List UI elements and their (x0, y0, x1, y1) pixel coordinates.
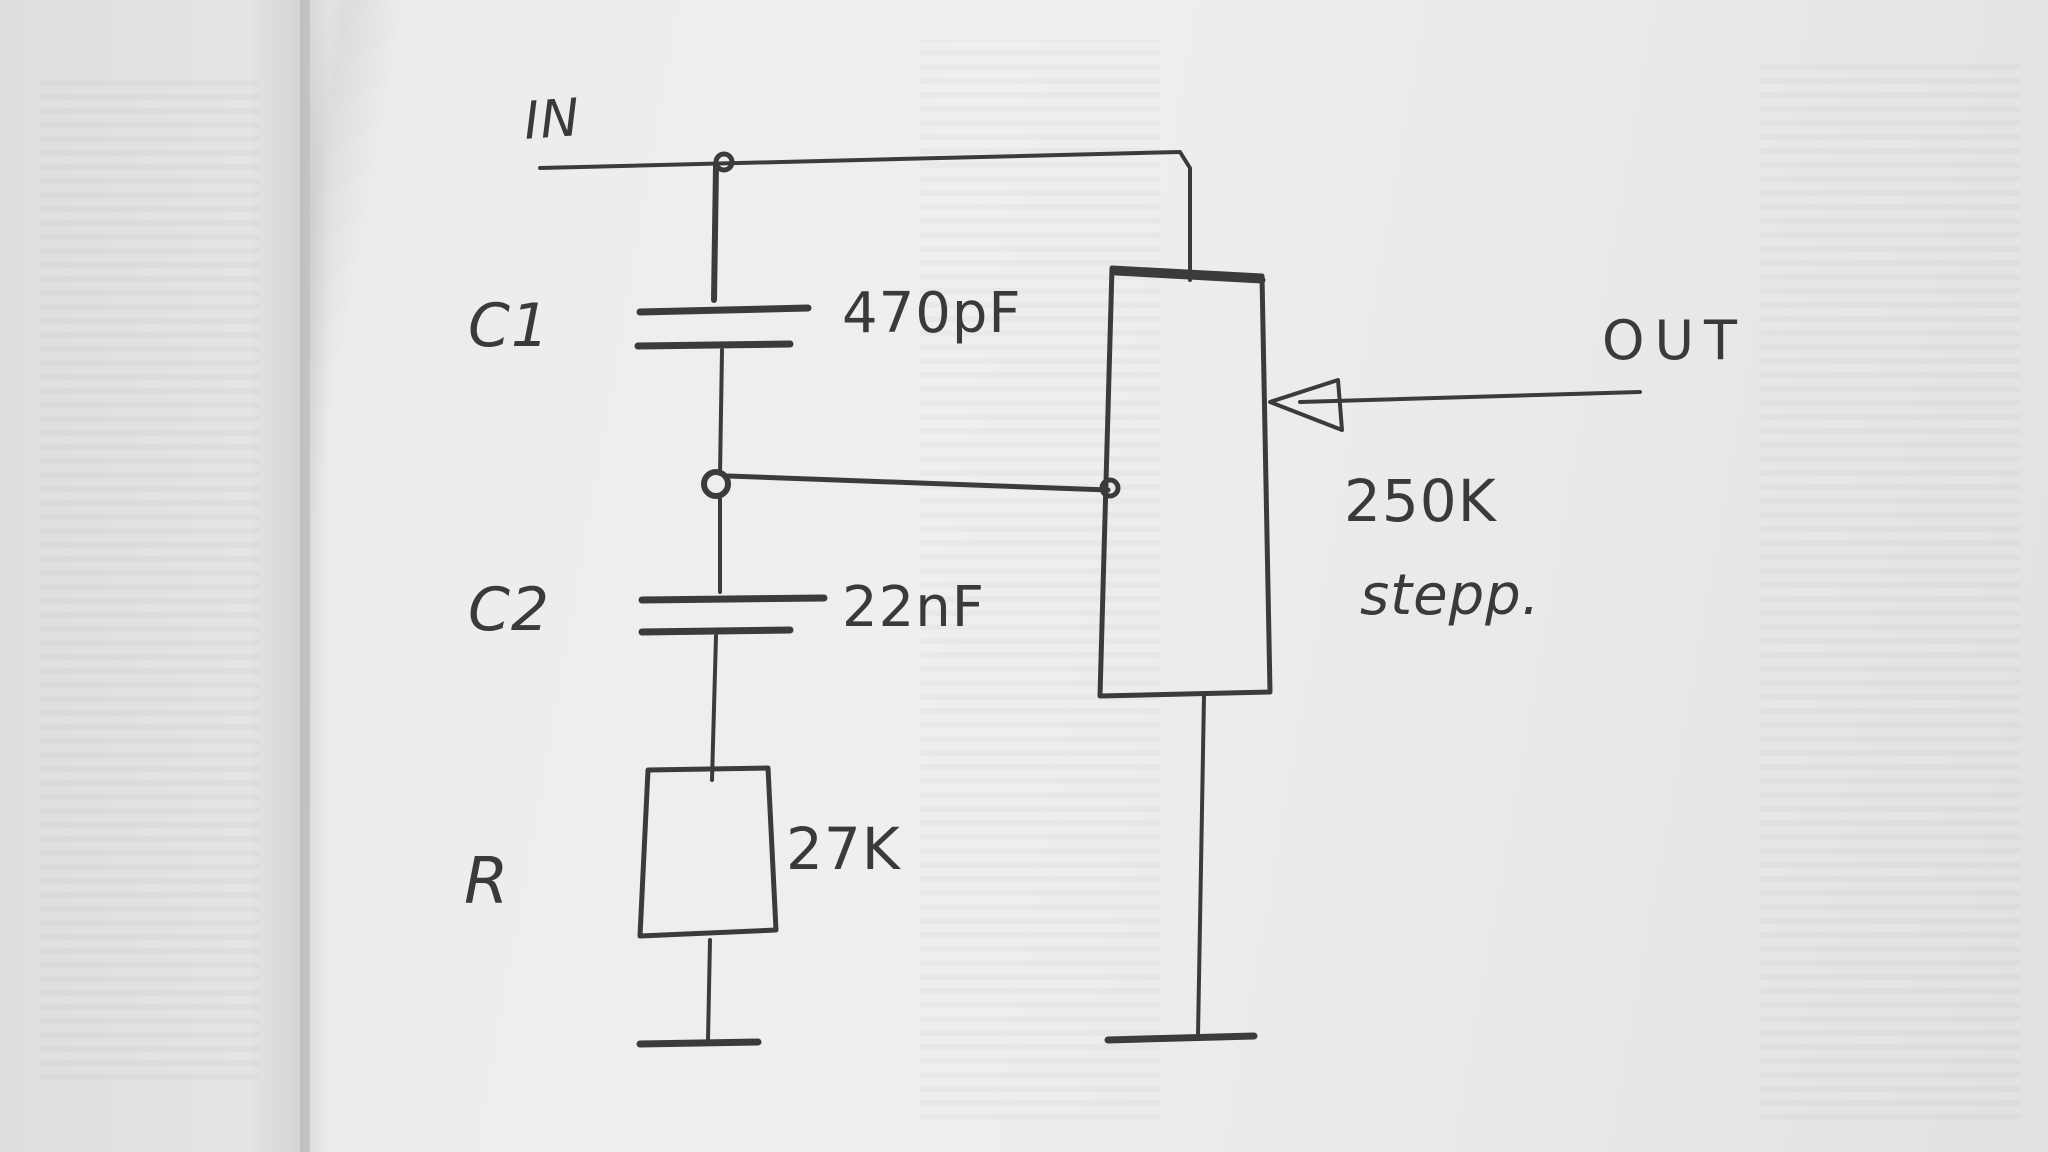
potentiometer-top-edge (1112, 268, 1266, 284)
show-through-block (920, 40, 1160, 1120)
c1-c2-junction (701, 469, 731, 499)
junction-to-pot-wire (725, 473, 1111, 493)
c1-lower-lead (718, 348, 724, 476)
c2-plate-bottom (638, 626, 794, 636)
wiper-wire (1298, 390, 1642, 404)
c2-value-label: 22nF (842, 575, 985, 640)
pot-note-label: stepp. (1360, 563, 1541, 628)
resistor-body (637, 765, 779, 939)
pot-side-junction (1099, 477, 1121, 499)
output-label: OUT (1602, 309, 1748, 372)
pot-lower-lead (1196, 694, 1206, 1038)
resistor-name-label: R (464, 845, 510, 919)
left-page (0, 0, 310, 1152)
c2-lower-lead (710, 634, 718, 782)
input-label: IN (521, 88, 583, 152)
resistor-lower-lead (706, 938, 712, 1042)
c1-upper-lead (711, 163, 719, 303)
c2-name-label: C2 (468, 575, 551, 645)
pot-ground (1104, 1032, 1258, 1044)
input-junction (713, 151, 735, 173)
show-through-block (1760, 60, 2020, 1120)
c2-plate-top (638, 594, 828, 604)
show-through-block (40, 80, 260, 1080)
input-wire (538, 150, 1192, 282)
page-fold-shadow (300, 0, 330, 1152)
c1-name-label: C1 (468, 291, 551, 361)
wiper-arrow (1268, 378, 1344, 432)
resistor-ground (636, 1038, 762, 1048)
resistor-value-label: 27K (786, 815, 901, 883)
pot-value-label: 250K (1344, 467, 1497, 535)
potentiometer-body (1097, 265, 1273, 699)
c1-plate-bottom (634, 340, 794, 350)
c1-value-label: 470pF (842, 281, 1022, 346)
c1-plate-top (636, 304, 812, 316)
